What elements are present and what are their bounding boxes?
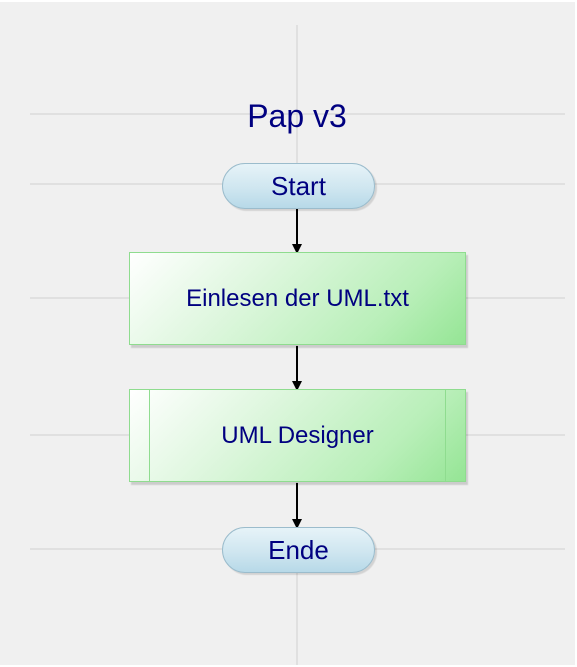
node-end-label: Ende [268,534,329,565]
subprocess-right-bar [445,390,446,481]
frame-top-edge [0,0,577,2]
diagram-title: Pap v3 [247,98,347,134]
node-read-uml[interactable]: Einlesen der UML.txt [129,252,466,345]
node-end[interactable]: Ende [222,527,375,573]
frame-bottom-edge [0,665,577,667]
frame-right-edge [575,0,577,667]
node-start-label: Start [271,170,326,201]
subprocess-left-bar [149,390,150,481]
node-uml-designer-label: UML Designer [221,421,374,449]
node-read-uml-label: Einlesen der UML.txt [186,284,409,312]
node-uml-designer[interactable]: UML Designer [129,389,466,482]
node-start[interactable]: Start [222,163,375,209]
